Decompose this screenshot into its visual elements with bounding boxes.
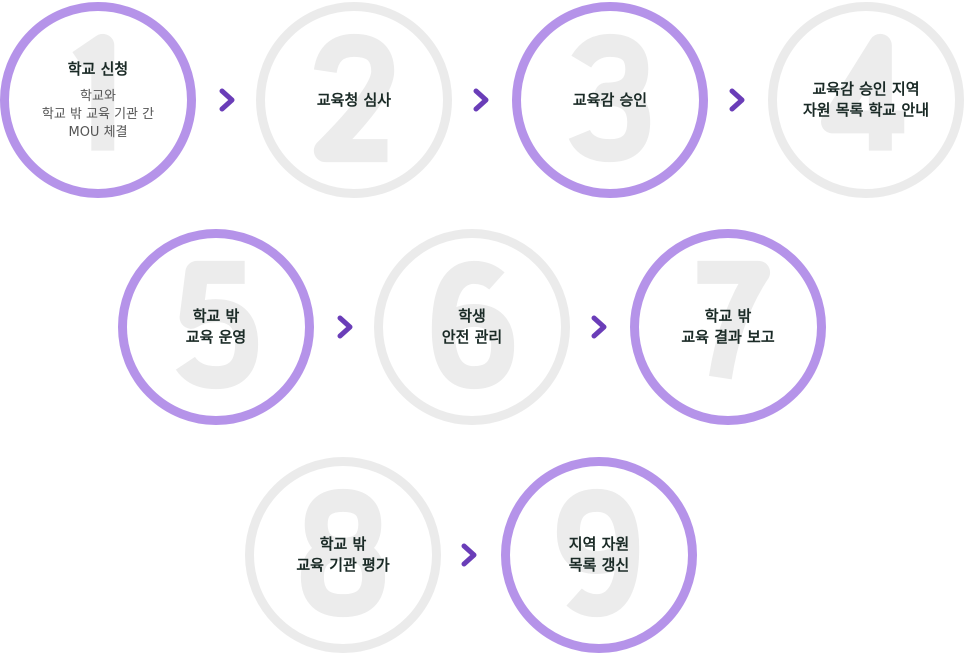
step-6: 학생 안전 관리 [374, 229, 570, 425]
step-title: 교육감 승인 지역 자원 목록 학교 안내 [802, 80, 930, 119]
step-number-watermark [568, 33, 651, 163]
step-title: 교육감 승인 [572, 90, 648, 109]
step-4: 교육감 승인 지역 자원 목록 학교 안내 [768, 2, 964, 198]
step-title: 학교 밖 교육 기관 평가 [296, 535, 390, 574]
step-2: 교육청 심사 [256, 2, 452, 198]
step-number-glyph [175, 260, 259, 390]
step-title: 교육청 심사 [316, 90, 392, 109]
step-title: 학교 밖 교육 운영 [185, 307, 247, 346]
step-title: 학교 밖 교육 결과 보고 [681, 307, 775, 346]
step-number-watermark [72, 33, 115, 151]
step-number-watermark [175, 260, 259, 390]
step-number-glyph [821, 33, 905, 151]
step-number-watermark [313, 33, 395, 163]
step-number-glyph [72, 33, 115, 151]
chevron-right-icon [729, 88, 745, 112]
step-number-watermark [431, 260, 515, 390]
chevron-right-icon [337, 315, 353, 339]
chevron-right-icon [473, 88, 489, 112]
chevron-right-icon [219, 88, 235, 112]
step-1: 학교 신청 학교와 학교 밖 교육 기관 간 MOU 체결 [0, 2, 196, 198]
chevron-right-icon [461, 543, 477, 567]
step-number-glyph [697, 260, 771, 380]
step-number-glyph [300, 488, 386, 618]
step-number-glyph [313, 33, 395, 163]
step-5: 학교 밖 교육 운영 [118, 229, 314, 425]
step-title: 지역 자원 목록 갱신 [568, 535, 630, 574]
step-number-glyph [556, 488, 640, 618]
step-number-glyph [568, 33, 651, 163]
step-title: 학교 신청 [67, 59, 129, 78]
step-3: 교육감 승인 [512, 2, 708, 198]
step-8: 학교 밖 교육 기관 평가 [245, 457, 441, 653]
step-number-watermark [821, 33, 905, 151]
step-7: 학교 밖 교육 결과 보고 [630, 229, 826, 425]
chevron-right-icon [591, 315, 607, 339]
step-9: 지역 자원 목록 갱신 [501, 457, 697, 653]
step-number-watermark [300, 488, 386, 618]
step-number-watermark [697, 260, 771, 380]
step-title: 학생 안전 관리 [441, 307, 503, 346]
step-number-glyph [431, 260, 515, 390]
step-number-watermark [556, 488, 640, 618]
step-description: 학교와 학교 밖 교육 기관 간 MOU 체결 [41, 88, 155, 140]
